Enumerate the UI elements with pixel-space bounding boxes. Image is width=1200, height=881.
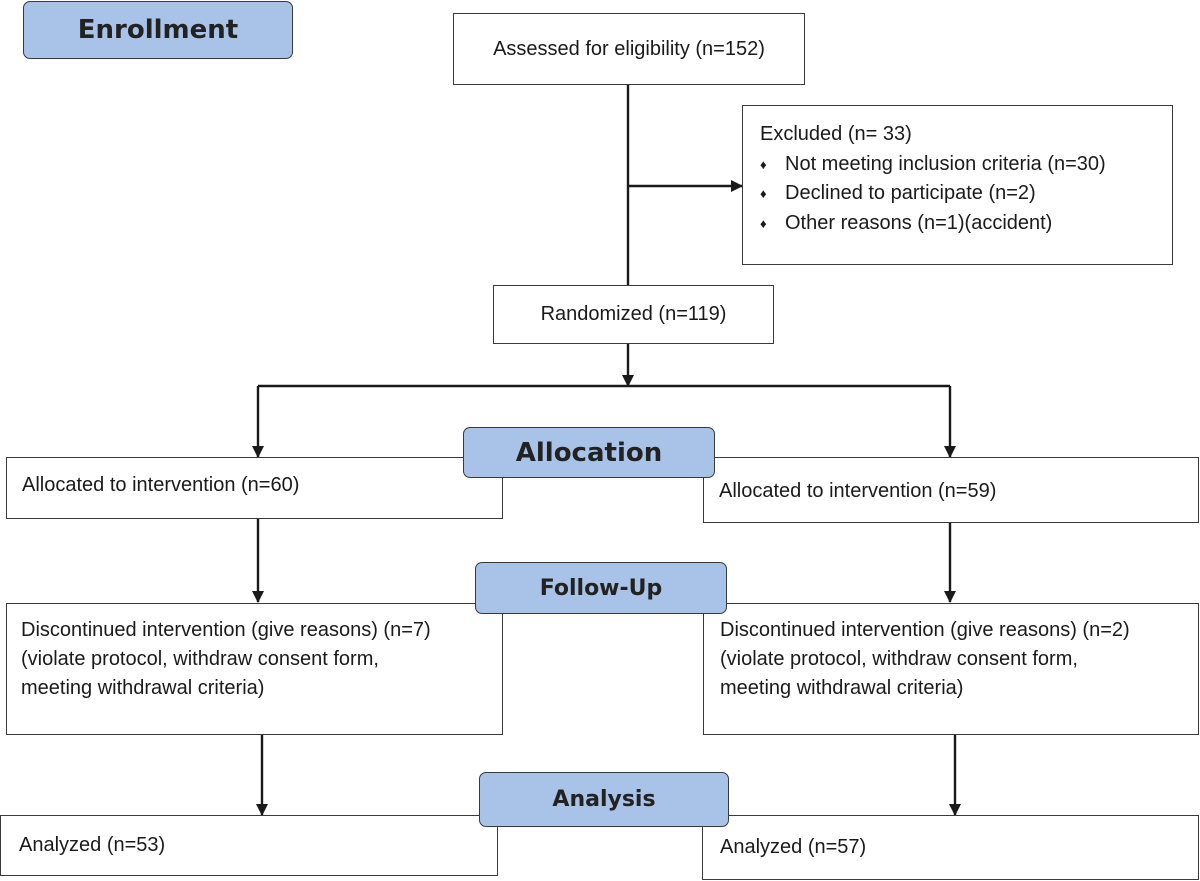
stage-label-allocation-text: Allocation (515, 437, 663, 468)
stage-label-followup-text: Follow-Up (539, 575, 663, 601)
diamond-bullet-icon: ♦ (760, 156, 767, 172)
stage-label-allocation: Allocation (463, 427, 715, 478)
right-allocated-box: Allocated to intervention (n=59) (703, 457, 1199, 523)
stage-label-enrollment: Enrollment (23, 1, 293, 59)
right-discontinued-line: (violate protocol, withdraw consent form… (720, 648, 1078, 670)
stage-label-analysis: Analysis (479, 772, 729, 827)
diamond-bullet-icon: ♦ (760, 215, 767, 231)
left-allocated-box: Allocated to intervention (n=60) (6, 457, 503, 519)
assessed-box: Assessed for eligibility (n=152) (453, 13, 805, 85)
left-discontinued-line: Discontinued intervention (give reasons)… (21, 619, 431, 641)
right-discontinued-line: meeting withdrawal criteria) (720, 677, 964, 699)
stage-label-analysis-text: Analysis (552, 787, 656, 812)
left-discontinued-line: meeting withdrawal criteria) (21, 677, 265, 699)
excluded-reason: ♦ Other reasons (n=1)(accident) (760, 209, 1172, 239)
stage-label-followup: Follow-Up (475, 562, 727, 614)
left-discontinued-box: Discontinued intervention (give reasons)… (6, 603, 503, 735)
right-discontinued-box: Discontinued intervention (give reasons)… (703, 603, 1199, 735)
left-allocated-text: Allocated to intervention (n=60) (22, 473, 300, 496)
excluded-reason-text: Not meeting inclusion criteria (n=30) (785, 152, 1106, 175)
excluded-reason-text: Declined to participate (n=2) (785, 182, 1036, 204)
left-discontinued-line: (violate protocol, withdraw consent form… (21, 648, 379, 670)
randomized-box: Randomized (n=119) (493, 285, 774, 344)
right-allocated-text: Allocated to intervention (n=59) (719, 479, 997, 502)
excluded-box: Excluded (n= 33) ♦ Not meeting inclusion… (742, 105, 1173, 265)
excluded-title: Excluded (n= 33) (760, 123, 912, 145)
stage-label-enrollment-text: Enrollment (77, 15, 239, 45)
right-analyzed-text: Analyzed (n=57) (720, 836, 867, 858)
right-analyzed-box: Analyzed (n=57) (702, 815, 1199, 880)
assessed-text: Assessed for eligibility (n=152) (493, 37, 765, 60)
diamond-bullet-icon: ♦ (760, 186, 767, 201)
left-analyzed-box: Analyzed (n=53) (0, 815, 498, 876)
excluded-reason: ♦ Declined to participate (n=2) (760, 179, 1172, 209)
right-discontinued-line: Discontinued intervention (give reasons)… (720, 619, 1130, 641)
excluded-reason-text: Other reasons (n=1)(accident) (785, 211, 1053, 234)
randomized-text: Randomized (n=119) (540, 303, 727, 325)
left-analyzed-text: Analyzed (n=53) (19, 834, 166, 856)
excluded-reason: ♦ Not meeting inclusion criteria (n=30) (760, 150, 1172, 180)
